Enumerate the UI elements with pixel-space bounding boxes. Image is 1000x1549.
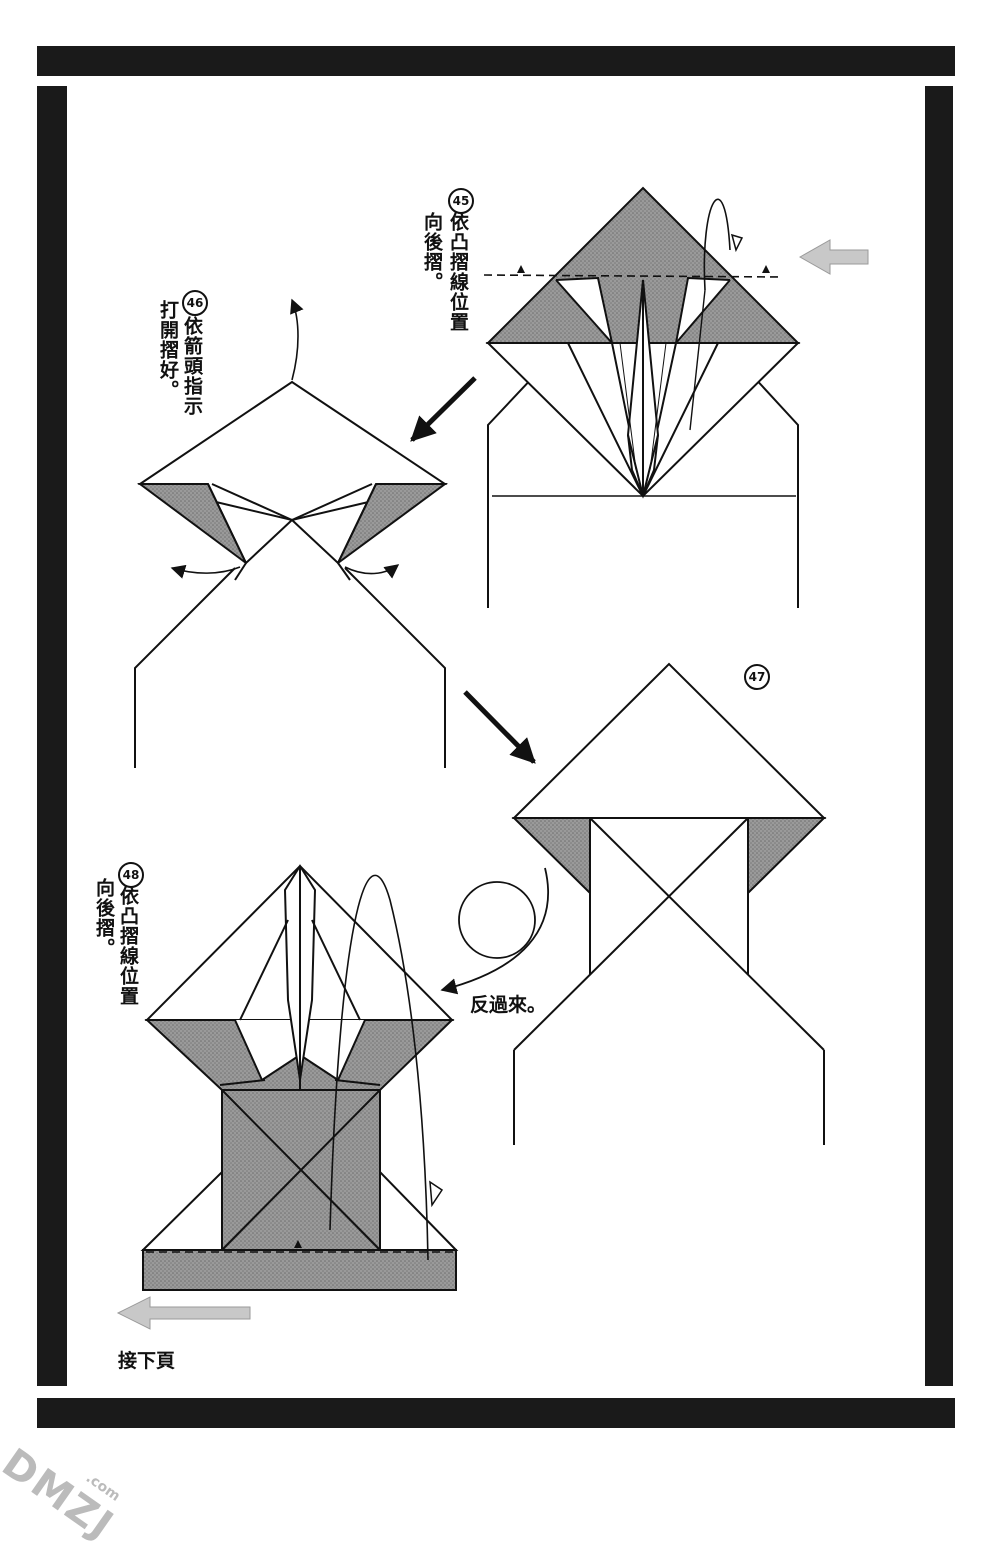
step-45-instruction-line2: 向後摺。 bbox=[421, 212, 443, 292]
arrow-46-to-47 bbox=[463, 690, 536, 764]
step-45-number: 45 bbox=[448, 188, 474, 214]
gray-arrow-left bbox=[116, 1296, 251, 1330]
step-46-instruction-line2: 打開摺好。 bbox=[157, 300, 179, 400]
step-46-instruction-line1: 依箭頭指示 bbox=[181, 316, 203, 416]
step-48-number: 48 bbox=[118, 862, 144, 888]
frame-left bbox=[37, 86, 67, 1386]
continued-next-page: 接下頁 bbox=[118, 1350, 176, 1372]
page-frame bbox=[37, 46, 955, 1428]
step-47-figure bbox=[440, 662, 827, 1145]
frame-right bbox=[925, 86, 953, 1386]
origami-diagram bbox=[37, 46, 955, 1428]
step-48-figure bbox=[140, 864, 459, 1291]
step-45-figure bbox=[483, 186, 801, 608]
step-45-instruction-line1: 依凸摺線位置 bbox=[447, 212, 469, 332]
step-47-number: 47 bbox=[744, 664, 770, 690]
frame-top bbox=[37, 46, 955, 76]
frame-bottom bbox=[37, 1398, 955, 1428]
step-46-figure bbox=[134, 298, 449, 768]
gray-arrow-right bbox=[798, 239, 869, 275]
step-46-number: 46 bbox=[182, 290, 208, 316]
flip-over-label: 反過來。 bbox=[470, 994, 547, 1016]
step-48-instruction-line2: 向後摺。 bbox=[93, 878, 115, 958]
arrow-45-to-46 bbox=[410, 376, 477, 442]
step-48-instruction-line1: 依凸摺線位置 bbox=[117, 886, 139, 1006]
